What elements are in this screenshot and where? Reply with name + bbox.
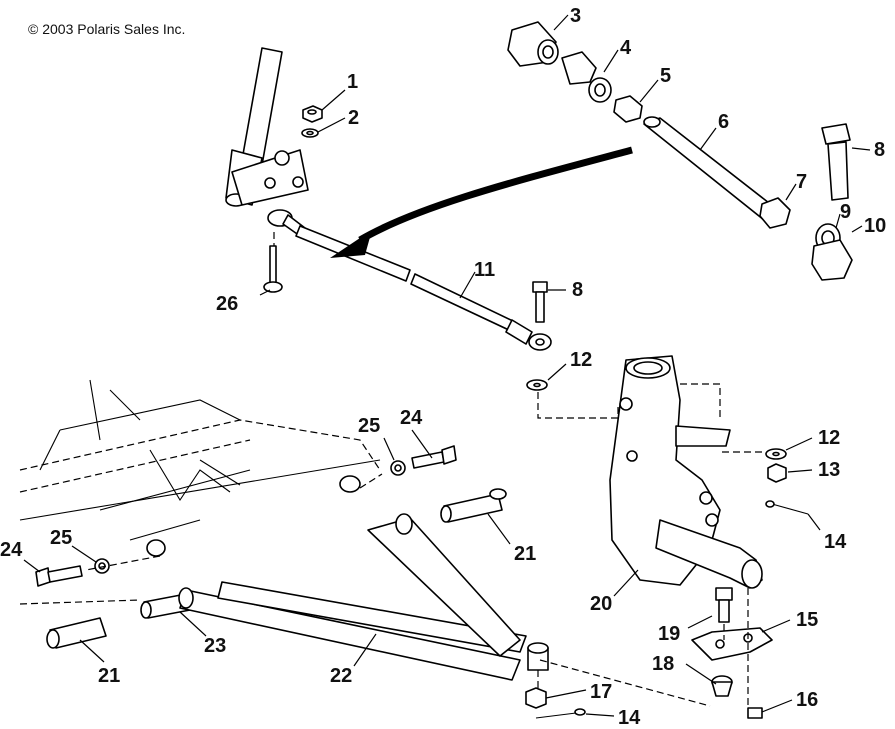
callout-12-right: 12 [818, 427, 840, 449]
part-22-a-arm [178, 513, 549, 681]
callout-4: 4 [620, 37, 632, 59]
part-19-bolt [715, 587, 733, 623]
part-3-rod-end [507, 21, 559, 67]
part-11-tie-rod [267, 209, 552, 351]
leader-lines [23, 14, 871, 717]
steering-column [225, 47, 309, 207]
callout-8-middle: 8 [572, 279, 583, 301]
callout-21-right: 21 [514, 543, 536, 565]
callout-23: 23 [204, 635, 226, 657]
callout-26: 26 [216, 293, 238, 315]
copyright-notice: © 2003 Polaris Sales Inc. [28, 21, 186, 37]
part-18-ball-joint [711, 675, 733, 697]
callout-18: 18 [652, 653, 674, 675]
part-15-plate [691, 627, 773, 661]
part-12-washer-middle [526, 379, 548, 391]
callout-13: 13 [818, 459, 840, 481]
callout-labels: 1 2 3 4 5 6 7 8 9 10 11 8 26 12 12 13 14… [0, 5, 886, 729]
frame-section [19, 379, 381, 541]
callout-8-top: 8 [874, 139, 885, 161]
assembly-arrow [330, 146, 633, 258]
part-16-bolt [747, 707, 763, 719]
callout-2: 2 [348, 107, 359, 129]
part-25-washer-left [94, 558, 110, 574]
part-25-washer-right [390, 460, 406, 476]
frame-pivot-left [146, 539, 166, 557]
part-20-spindle [609, 355, 763, 589]
part-8-bolt-middle [532, 281, 548, 323]
callout-20: 20 [590, 593, 612, 615]
part-17-nut [525, 687, 547, 709]
part-6-tie-rod-tube [643, 116, 779, 221]
callout-1: 1 [347, 71, 358, 93]
callout-6: 6 [718, 111, 729, 133]
part-24-bolt-right [411, 445, 457, 469]
part-7-nut [759, 197, 791, 229]
callout-11: 11 [474, 259, 495, 281]
part-24-bolt-left [35, 565, 83, 587]
callout-19: 19 [658, 623, 680, 645]
callout-16: 16 [796, 689, 818, 711]
part-10-rod-end [811, 239, 853, 281]
part-14-cotter-pin-bottom [535, 708, 586, 719]
part-2-washer [301, 128, 319, 138]
callout-14-right: 14 [824, 531, 847, 553]
part-21-bushing-left [46, 617, 107, 649]
frame-pivot-right [339, 475, 361, 493]
callout-21-left: 21 [98, 665, 120, 687]
callout-15: 15 [796, 609, 818, 631]
callout-12-middle: 12 [570, 349, 592, 371]
callout-24-right: 24 [400, 407, 423, 429]
assembly-guide-lines [19, 232, 764, 708]
part-12-washer-right [765, 448, 787, 460]
callout-10: 10 [864, 215, 886, 237]
part-1-nut [302, 105, 323, 123]
callout-22: 22 [330, 665, 352, 687]
part-4-rod-end-bushing [561, 51, 612, 103]
part-5-jam-nut [613, 95, 643, 123]
callout-25-left: 25 [50, 527, 72, 549]
callout-7: 7 [796, 171, 807, 193]
part-21-bushing-right [440, 488, 507, 523]
callout-24-left: 24 [0, 539, 23, 561]
callout-17: 17 [590, 681, 612, 703]
callout-25-right: 25 [358, 415, 380, 437]
callout-3: 3 [570, 5, 581, 27]
part-14-cotter-pin-right [765, 500, 809, 515]
callout-9: 9 [840, 201, 851, 223]
callout-5: 5 [660, 65, 671, 87]
callout-14-bottom: 14 [618, 707, 641, 729]
part-26-bolt [263, 245, 283, 293]
part-8-bolt-top [821, 123, 851, 201]
part-13-nut [767, 463, 787, 483]
